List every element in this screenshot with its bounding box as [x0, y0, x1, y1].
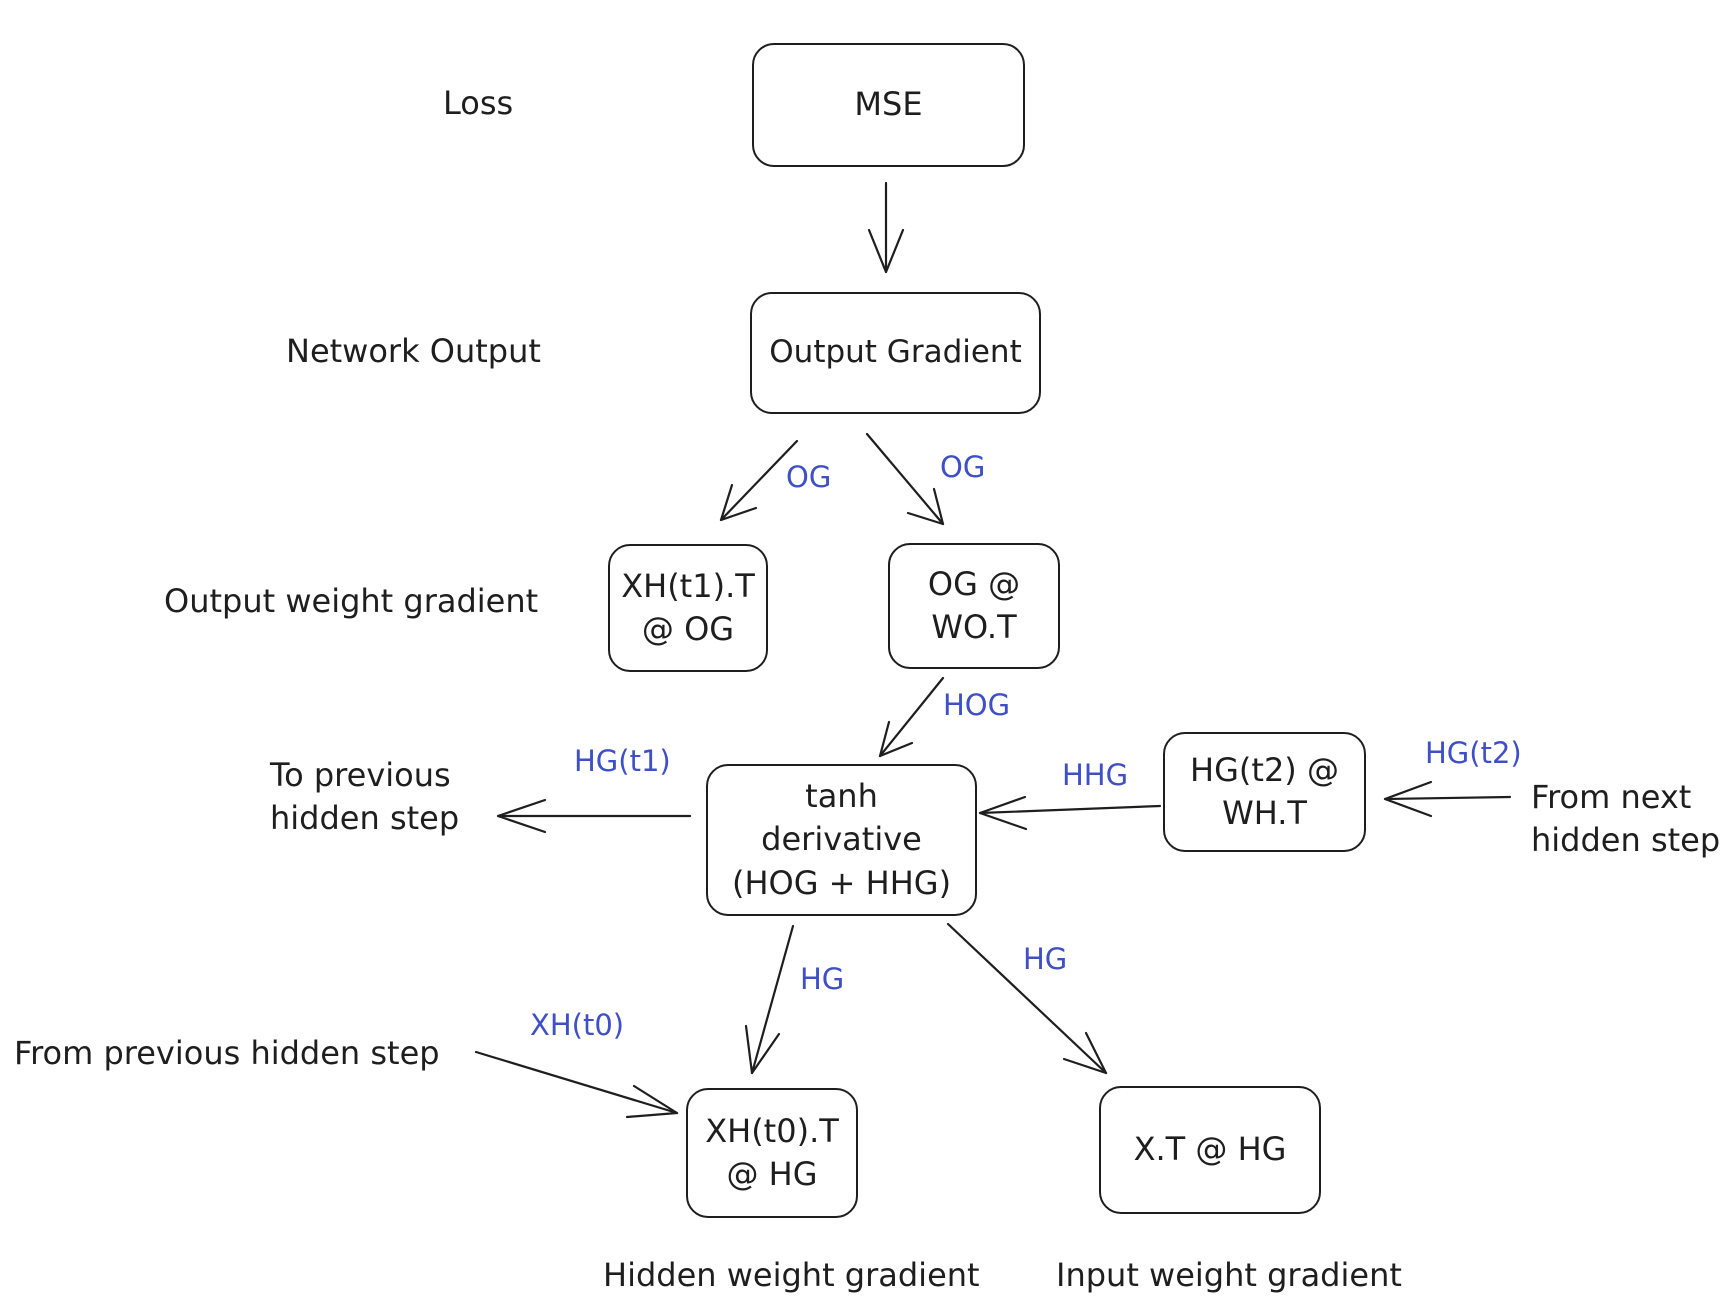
- label-input-weight-gradient: Input weight gradient: [1056, 1256, 1402, 1294]
- arrow-tanh-to-input-weight: [946, 922, 1108, 1075]
- edge-label-hhg: HHG: [1062, 758, 1129, 792]
- edge-label-hg-left: HG: [800, 962, 845, 996]
- node-tanh-derivative: tanh derivative (HOG + HHG): [706, 764, 977, 916]
- node-output-weight-calc: XH(t1).T @ OG: [608, 544, 768, 672]
- node-hidden-weight-calc: XH(t0).T @ HG: [686, 1088, 858, 1218]
- arrow-prev-to-hidden-weight: [474, 1050, 679, 1119]
- arrow-og-to-og-wo: [865, 432, 945, 526]
- label-from-next-hidden-step: From next hidden step: [1531, 778, 1721, 860]
- label-to-previous-hidden-step: To previous hidden step: [270, 756, 460, 838]
- label-output-weight-gradient: Output weight gradient: [164, 582, 539, 620]
- edge-label-xh-t0: XH(t0): [530, 1008, 625, 1042]
- node-mse: MSE: [752, 43, 1025, 167]
- arrow-next-to-hh: [1383, 780, 1512, 818]
- arrow-tanh-to-hidden-weight: [744, 924, 795, 1075]
- arrow-tanh-to-previous: [496, 798, 692, 834]
- edge-label-hg-t2: HG(t2): [1425, 736, 1522, 770]
- edge-label-hg-right: HG: [1023, 942, 1068, 976]
- node-hh-gradient: HG(t2) @ WH.T: [1163, 732, 1366, 852]
- label-from-previous-hidden-step: From previous hidden step: [14, 1034, 440, 1072]
- label-hidden-weight-gradient: Hidden weight gradient: [603, 1256, 980, 1294]
- label-loss: Loss: [443, 84, 514, 122]
- edge-label-hog: HOG: [943, 688, 1011, 722]
- node-output-gradient: Output Gradient: [750, 292, 1041, 414]
- edge-label-og-right: OG: [940, 450, 986, 484]
- edge-label-hg-t1: HG(t1): [574, 744, 671, 778]
- node-og-wo: OG @ WO.T: [888, 543, 1060, 669]
- label-network-output: Network Output: [286, 332, 541, 370]
- arrow-mse-to-output-gradient: [867, 181, 905, 274]
- node-input-weight-calc: X.T @ HG: [1099, 1086, 1321, 1214]
- arrow-hh-to-tanh: [978, 795, 1162, 831]
- arrow-og-wo-to-tanh: [878, 676, 945, 758]
- arrow-og-to-output-weight: [719, 439, 799, 522]
- edge-label-og-left: OG: [786, 460, 832, 494]
